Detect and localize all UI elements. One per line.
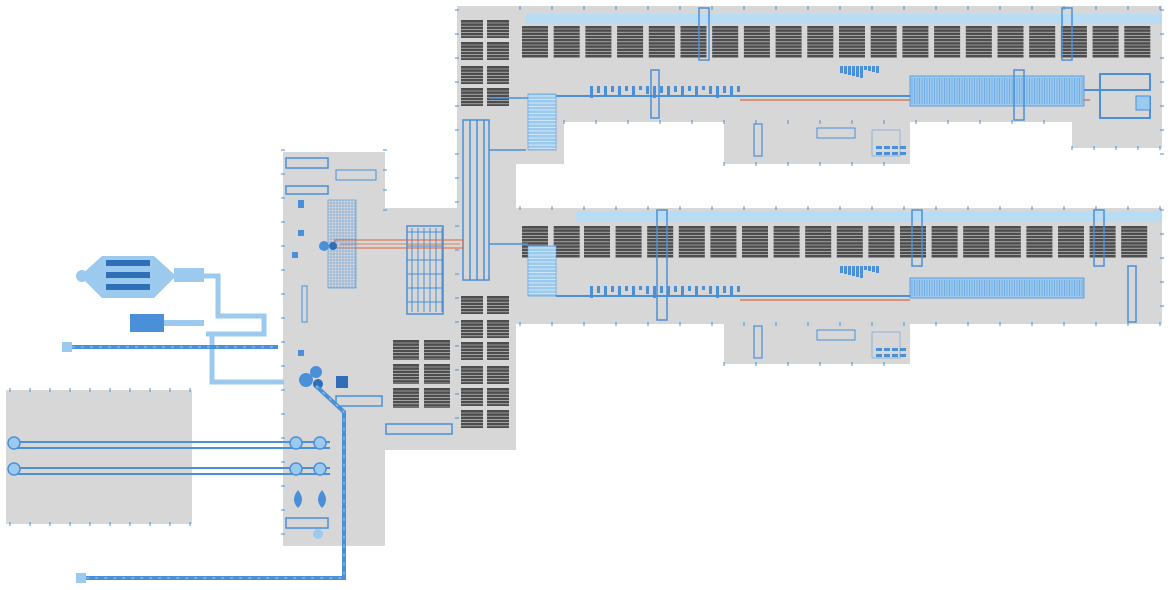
lower-gantry-crane-3 (1093, 209, 1105, 267)
upper-robot-cell-2 (871, 129, 901, 157)
upper-hall-annex-right (1072, 122, 1162, 148)
storage-rack-icon (393, 388, 419, 408)
lower-gantry-crane-4 (1127, 265, 1137, 323)
storage-rack-icon (487, 366, 509, 384)
tank-farm (62, 256, 284, 385)
storage-racks (385, 20, 1151, 435)
storage-rack-icon (461, 66, 483, 84)
lower-transfer-car (753, 325, 763, 359)
spine-conveyors (462, 97, 528, 281)
storage-rack-icon (461, 20, 483, 38)
hall-top-crane-2 (285, 185, 329, 195)
lower-robot-cell-2 (871, 331, 901, 359)
upper-robot-cell-1 (816, 127, 856, 139)
upper-line-equipment (526, 7, 1162, 157)
upper-overhead-crane-rail (526, 14, 1162, 24)
pressing-hall-crane (385, 423, 453, 435)
outdoor-storage-yard (6, 390, 192, 524)
storage-rack-icon (461, 388, 483, 406)
storage-rack-icon (393, 340, 419, 360)
lower-gantry-crane-2 (911, 209, 923, 267)
storage-rack-icon (487, 42, 509, 60)
yard-pipelines (14, 441, 330, 475)
pressing-area (327, 199, 464, 315)
silo-icon (7, 436, 21, 450)
upper-gantry-crane-icon (698, 7, 710, 61)
upper-gantry-crane-3 (650, 69, 660, 119)
storage-rack-icon (461, 410, 483, 428)
lower-gantry-crane-icon (656, 209, 668, 321)
lower-line-equipment (527, 209, 1162, 359)
storage-rack-icon (424, 340, 450, 360)
upper-gantry-crane-4 (1013, 69, 1025, 121)
storage-rack-icon (424, 388, 450, 408)
storage-rack-icon (461, 342, 483, 360)
lower-overhead-crane-rail (576, 212, 1162, 222)
yard-silos (7, 436, 327, 476)
storage-rack-icon (461, 320, 483, 338)
storage-rack-icon (487, 20, 509, 38)
lower-hall-crane (285, 517, 329, 529)
distribution-silo-icon (299, 373, 313, 387)
storage-rack-icon (424, 364, 450, 384)
upper-end-tank-icon (1135, 95, 1151, 111)
storage-rack-icon (487, 296, 509, 314)
upper-gantry-crane-2 (1061, 7, 1073, 61)
yard-drop-tanks (294, 490, 326, 508)
press-frame-icon (406, 225, 444, 315)
hall-top-crane (285, 157, 329, 169)
storage-rack-icon (487, 410, 509, 428)
storage-rack-icon (487, 66, 509, 84)
column-grid-ticks (9, 6, 1164, 535)
pump-station-icon (130, 314, 164, 332)
storage-rack-icon (487, 342, 509, 360)
dispatch-station (335, 395, 383, 407)
storage-rack-icon (461, 296, 483, 314)
lower-production-hall (516, 208, 1162, 324)
upper-discharge-conveyor (1084, 73, 1151, 119)
spine-conveyor-frame-1 (462, 119, 490, 281)
upper-cooling-bed-icon (527, 93, 557, 151)
lower-cooling-bed-icon (527, 245, 557, 297)
storage-rack-icon (393, 364, 419, 384)
raw-material-equipment (285, 157, 383, 539)
storage-rack-icon (461, 42, 483, 60)
upper-transfer-car (753, 123, 763, 157)
storage-rack-icon (487, 88, 509, 106)
hall-bin-1 (335, 169, 377, 181)
storage-rack-icon (487, 320, 509, 338)
storage-rack-icon (487, 388, 509, 406)
storage-rack-icon (461, 366, 483, 384)
mixer-tank-icon (319, 241, 329, 251)
lower-robot-cell-1 (816, 329, 856, 341)
storage-rack-icon (461, 88, 483, 106)
